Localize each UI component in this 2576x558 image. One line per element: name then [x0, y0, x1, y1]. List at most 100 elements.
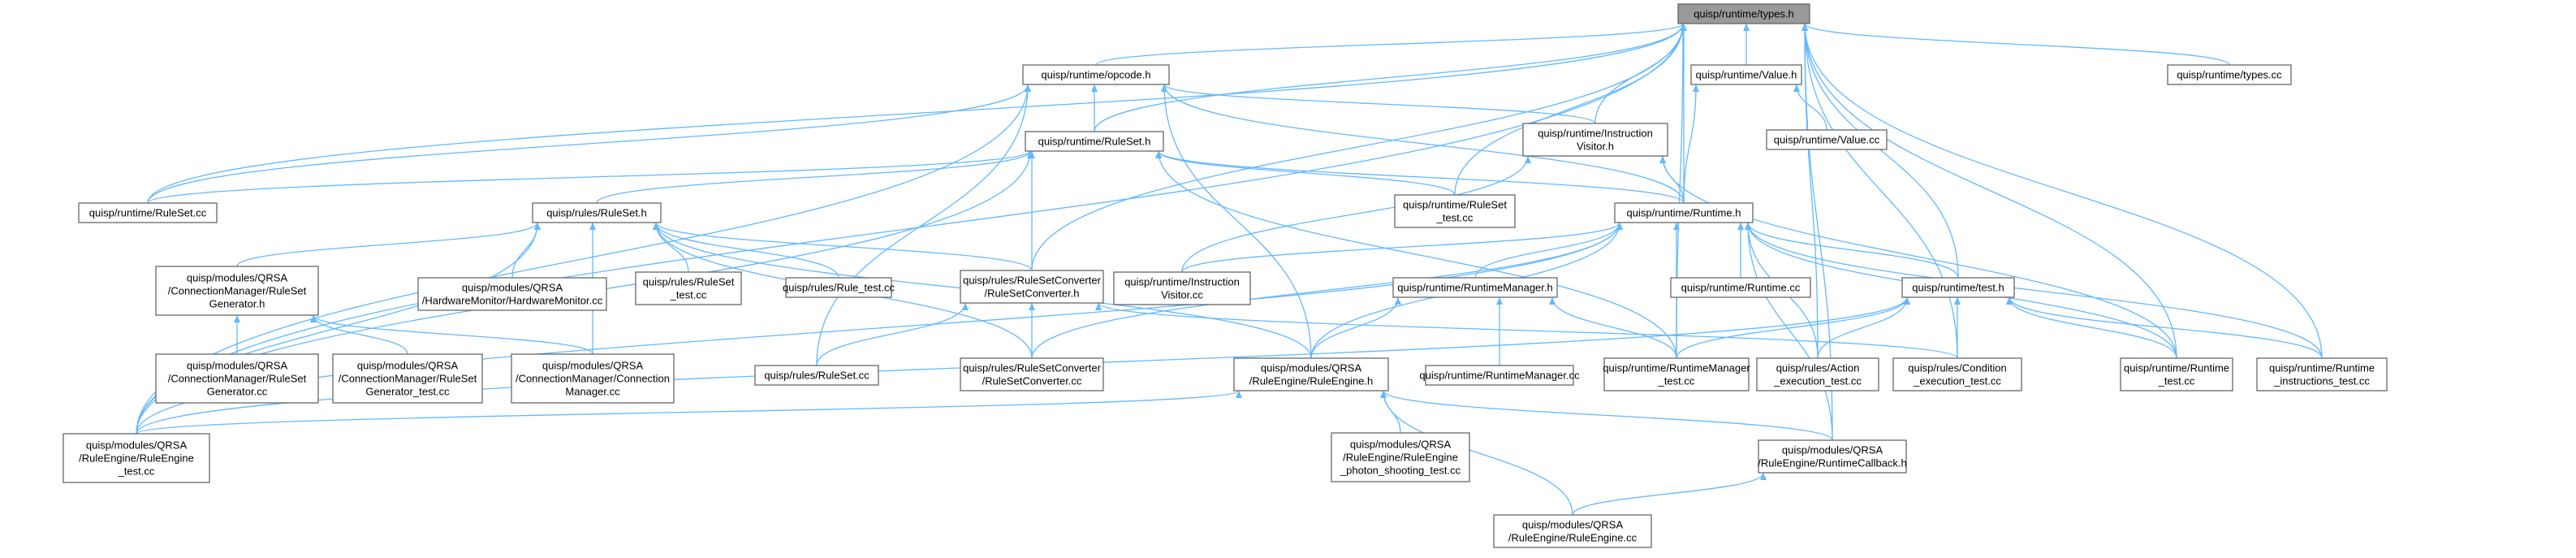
node-cm_rsg_h[interactable]: quisp/modules/QRSA/ConnectionManager/Rul… [155, 266, 319, 316]
node-rules_ruleset_test[interactable]: quisp/rules/RuleSet_test.cc [635, 271, 742, 305]
node-label-line: quisp/rules/RuleSet [643, 276, 735, 288]
arrowhead [1954, 297, 1961, 305]
node-box [785, 277, 892, 298]
node-label-line: quisp/modules/QRSA [1522, 519, 1624, 531]
arrowhead [589, 223, 596, 230]
node-label-line: Generator_test.cc [365, 386, 450, 398]
node-runtime_h[interactable]: quisp/runtime/Runtime.h [1614, 202, 1754, 223]
arrowhead [1095, 303, 1102, 310]
node-value_h[interactable]: quisp/runtime/Value.h [1690, 64, 1802, 85]
node-box [754, 365, 879, 386]
arrowhead [1616, 223, 1623, 230]
edge-action_test-to-types_h [1804, 23, 1819, 359]
arrowhead [1793, 84, 1800, 92]
node-hwmon_cc[interactable]: quisp/modules/QRSA/HardwareMonitor/Hardw… [417, 277, 607, 311]
node-label-line: _photon_shooting_test.cc [1340, 465, 1461, 477]
arrowhead [1745, 223, 1751, 230]
node-cond_test[interactable]: quisp/rules/Condition_execution_test.cc [1892, 357, 2022, 391]
arrowhead [1236, 391, 1242, 398]
node-box [1425, 365, 1574, 386]
node-re_cc[interactable]: quisp/modules/QRSA/RuleEngine/RuleEngine… [1493, 514, 1652, 548]
node-rt_ruleset_test[interactable]: quisp/runtime/RuleSet_test.cc [1394, 194, 1516, 228]
node-label-line: /RuleSetConverter.h [984, 288, 1079, 300]
node-box [78, 202, 218, 223]
node-ruleset_h[interactable]: quisp/runtime/RuleSet.h [1025, 131, 1164, 152]
node-label-line: quisp/rules/RuleSetConverter [963, 362, 1101, 374]
edge-runtime_test-to-ivisitor_h [1662, 155, 2177, 359]
node-rt_instr_test[interactable]: quisp/runtime/Runtime_instructions_test.… [2256, 357, 2388, 391]
arrowhead [1760, 473, 1767, 480]
node-label-line: quisp/runtime/Instruction [1538, 128, 1653, 140]
node-label-line: _instructions_test.cc [2273, 375, 2370, 387]
node-re_h[interactable]: quisp/modules/QRSA/RuleEngine/RuleEngine… [1233, 357, 1389, 391]
node-label-line: /ConnectionManager/Connection [516, 373, 670, 385]
arrowhead [1029, 303, 1035, 310]
node-box [1392, 277, 1558, 298]
node-label-line: Manager.cc [565, 386, 620, 398]
node-label-line: quisp/runtime/test.h [1912, 282, 2004, 294]
node-label-line: quisp/modules/QRSA [187, 272, 288, 284]
node-label-line: quisp/rules/Action [1776, 362, 1860, 374]
edge-rtmgr_test-to-rtmgr_h [1551, 296, 1677, 359]
node-box [1758, 439, 1907, 474]
node-cm_cc[interactable]: quisp/modules/QRSA/ConnectionManager/Con… [511, 353, 675, 404]
node-rtmgr_cc[interactable]: quisp/runtime/RuntimeManager.cc [1419, 365, 1580, 386]
node-re_photon_test[interactable]: quisp/modules/QRSA/RuleEngine/RuleEngine… [1331, 432, 1470, 482]
node-box [63, 433, 210, 483]
edge-rtmgr_h-to-runtime_h [1474, 222, 1620, 279]
arrowhead [1161, 84, 1167, 92]
node-value_cc[interactable]: quisp/runtime/Value.cc [1766, 129, 1888, 150]
edge-rtmgr_test-to-types_h [1676, 23, 1684, 359]
arrowhead [1680, 24, 1686, 31]
node-rule_test[interactable]: quisp/rules/Rule_test.cc [783, 277, 895, 298]
node-test_h[interactable]: quisp/runtime/test.h [1901, 277, 2015, 298]
node-types_cc[interactable]: quisp/runtime/types.cc [2167, 64, 2292, 85]
node-box [1690, 64, 1802, 85]
node-label-line: quisp/runtime/Value.cc [1774, 134, 1880, 146]
node-rtcb_h[interactable]: quisp/modules/QRSA/RuleEngine/RuntimeCal… [1758, 439, 1907, 474]
arrowhead [1904, 297, 1910, 305]
edge-cond_test-to-rsconv_h [1098, 302, 1958, 359]
node-runtime_cc[interactable]: quisp/runtime/Runtime.cc [1670, 277, 1811, 298]
node-rules_ruleset_h[interactable]: quisp/rules/RuleSet.h [532, 202, 662, 223]
edge-types_cc-to-types_h [1804, 23, 2230, 66]
arrowhead [1496, 297, 1503, 305]
node-rtmgr_h[interactable]: quisp/runtime/RuntimeManager.h [1392, 277, 1558, 298]
node-box [1603, 357, 1750, 391]
node-rsconv_cc[interactable]: quisp/rules/RuleSetConverter/RuleSetConv… [960, 357, 1104, 391]
node-label-line: quisp/runtime/Runtime [2269, 362, 2375, 374]
node-cm_rsg_cc[interactable]: quisp/modules/QRSA/ConnectionManager/Rul… [155, 353, 319, 404]
arrowhead [1380, 391, 1387, 398]
arrowhead [534, 223, 541, 230]
node-rules_ruleset_cc[interactable]: quisp/rules/RuleSet.cc [754, 365, 879, 386]
edge-cm_rsg_test-to-cm_rsg_h [313, 314, 408, 355]
edge-cm_rsg_h-to-rules_ruleset_h [236, 222, 538, 267]
edge-rule_test-to-rules_ruleset_h [655, 222, 839, 279]
arrowhead [1743, 24, 1750, 31]
edge-runtime_test-to-test_h [2009, 296, 2177, 359]
node-action_test[interactable]: quisp/rules/Action_execution_test.cc [1756, 357, 1879, 391]
arrowhead [1801, 24, 1808, 31]
node-box [1493, 514, 1652, 548]
node-box [1614, 202, 1754, 223]
node-box [1670, 277, 1811, 298]
edge-re_cc-to-re_h [1383, 390, 1573, 516]
edge-re_test-to-types_h [136, 23, 1684, 435]
node-re_test[interactable]: quisp/modules/QRSA/RuleEngine/RuleEngine… [63, 433, 210, 483]
node-rtmgr_test[interactable]: quisp/runtime/RuntimeManager_test.cc [1603, 357, 1750, 391]
node-rt_ruleset_cc[interactable]: quisp/runtime/RuleSet.cc [78, 202, 218, 223]
node-label-line: _execution_test.cc [1913, 375, 2001, 387]
node-opcode_h[interactable]: quisp/runtime/opcode.h [1022, 64, 1170, 85]
edge-rtcb_h-to-re_h [1383, 390, 1833, 441]
node-types_h[interactable]: quisp/runtime/types.h [1677, 3, 1810, 24]
node-label-line: /ConnectionManager/RuleSet [339, 373, 477, 385]
node-rsconv_h[interactable]: quisp/rules/RuleSetConverter/RuleSetConv… [960, 270, 1104, 304]
node-box [2256, 357, 2388, 391]
node-label-line: quisp/runtime/RuleSet [1403, 199, 1507, 211]
node-cm_rsg_test[interactable]: quisp/modules/QRSA/ConnectionManager/Rul… [332, 353, 483, 404]
node-runtime_test[interactable]: quisp/runtime/Runtime_test.cc [2120, 357, 2233, 391]
node-label-line: _test.cc [2158, 375, 2195, 387]
node-label-line: quisp/rules/RuleSetConverter [963, 275, 1101, 287]
